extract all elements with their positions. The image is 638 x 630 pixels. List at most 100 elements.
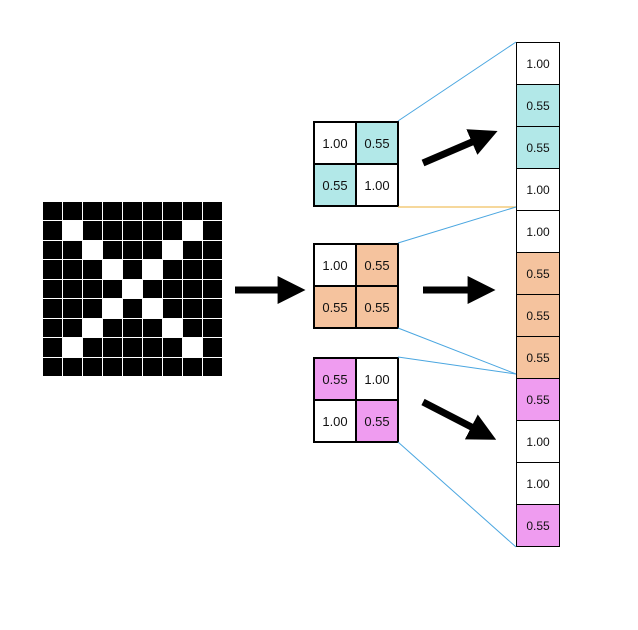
pixel-black — [83, 279, 102, 299]
pixel-black — [63, 202, 82, 221]
matrix-cell: 0.55 — [356, 286, 398, 328]
matrix-cell: 0.55 — [356, 400, 398, 442]
matrix-cell: 1.00 — [314, 400, 356, 442]
pixel-black — [183, 240, 202, 260]
pixel-black — [143, 240, 162, 260]
pixel-black — [103, 202, 122, 221]
vector-cell: 1.00 — [517, 43, 559, 85]
pixel-black — [123, 318, 142, 338]
vector-cell: 0.55 — [517, 85, 559, 127]
vector-cell: 1.00 — [517, 169, 559, 211]
pixel-black — [63, 279, 82, 299]
vector-cell: 0.55 — [517, 379, 559, 421]
pixel-black — [183, 202, 202, 221]
vector-cell: 0.55 — [517, 253, 559, 295]
pixel-black — [163, 260, 182, 279]
pixel-black — [143, 318, 162, 338]
pixel-black — [163, 299, 182, 318]
pixel-black — [143, 338, 162, 357]
pixel-black — [103, 318, 122, 338]
pixel-white — [143, 299, 162, 318]
pixel-black — [123, 338, 142, 357]
vector-cell: 0.55 — [517, 295, 559, 337]
pixel-black — [203, 279, 222, 299]
pixel-white — [123, 279, 142, 299]
pixel-black — [203, 357, 222, 376]
pixel-black — [143, 221, 162, 240]
pixel-black — [63, 240, 82, 260]
pixel-white — [183, 338, 202, 357]
pixel-black — [43, 221, 62, 240]
pixel-black — [123, 240, 142, 260]
pixel-black — [143, 357, 162, 376]
flattened-vector: 1.00 0.55 0.55 1.00 1.00 0.55 0.55 0.55 … — [516, 42, 560, 547]
arrow-to-vector-bottom — [421, 398, 497, 440]
pixel-black — [123, 202, 142, 221]
matrix-cell: 1.00 — [356, 164, 398, 206]
pixel-white — [103, 260, 122, 279]
pixel-white — [143, 260, 162, 279]
pixel-black — [83, 260, 102, 279]
pixel-black — [203, 221, 222, 240]
pixel-black — [163, 357, 182, 376]
pixel-black — [163, 279, 182, 299]
pixel-white — [63, 338, 82, 357]
pixel-black — [203, 240, 222, 260]
pixel-black — [43, 240, 62, 260]
pixel-white — [83, 318, 102, 338]
pixel-black — [203, 299, 222, 318]
input-pixel-grid — [42, 201, 223, 377]
pixel-black — [83, 299, 102, 318]
vector-cell: 0.55 — [517, 337, 559, 379]
connector-line — [397, 441, 517, 548]
connector-line — [397, 327, 517, 375]
pixel-black — [43, 299, 62, 318]
connector-line — [397, 356, 517, 375]
matrix-cell: 1.00 — [314, 244, 356, 286]
pixel-black — [43, 279, 62, 299]
pixel-black — [43, 357, 62, 376]
pixel-white — [163, 240, 182, 260]
pixel-black — [123, 260, 142, 279]
pixel-black — [83, 338, 102, 357]
matrix-cell: 1.00 — [356, 358, 398, 400]
pixel-black — [143, 202, 162, 221]
pixel-black — [63, 357, 82, 376]
pixel-black — [183, 279, 202, 299]
pixel-black — [103, 357, 122, 376]
pixel-black — [103, 338, 122, 357]
pooled-matrix-3: 0.55 1.00 1.00 0.55 — [313, 357, 399, 443]
pixel-black — [83, 202, 102, 221]
vector-cell: 1.00 — [517, 211, 559, 253]
pixel-black — [203, 318, 222, 338]
pixel-black — [143, 279, 162, 299]
matrix-cell: 0.55 — [314, 358, 356, 400]
pixel-black — [63, 318, 82, 338]
pixel-black — [63, 260, 82, 279]
pooled-matrix-1: 1.00 0.55 0.55 1.00 — [313, 121, 399, 207]
pooled-matrix-2: 1.00 0.55 0.55 0.55 — [313, 243, 399, 329]
pixel-black — [163, 221, 182, 240]
pixel-black — [183, 318, 202, 338]
vector-cell: 0.55 — [517, 505, 559, 546]
matrix-cell: 1.00 — [314, 122, 356, 164]
pixel-black — [43, 318, 62, 338]
pixel-black — [83, 357, 102, 376]
pixel-black — [183, 299, 202, 318]
pixel-black — [43, 260, 62, 279]
matrix-cell: 0.55 — [356, 244, 398, 286]
connector-line — [397, 206, 517, 244]
pixel-black — [103, 279, 122, 299]
vector-cell: 0.55 — [517, 127, 559, 169]
pixel-white — [163, 318, 182, 338]
pixel-black — [203, 338, 222, 357]
pixel-black — [43, 338, 62, 357]
pixel-white — [103, 299, 122, 318]
pixel-black — [103, 240, 122, 260]
pixel-black — [203, 202, 222, 221]
pixel-black — [103, 221, 122, 240]
pixel-black — [43, 202, 62, 221]
arrow-to-vector-top — [421, 129, 498, 167]
pixel-black — [203, 260, 222, 279]
pixel-white — [183, 221, 202, 240]
